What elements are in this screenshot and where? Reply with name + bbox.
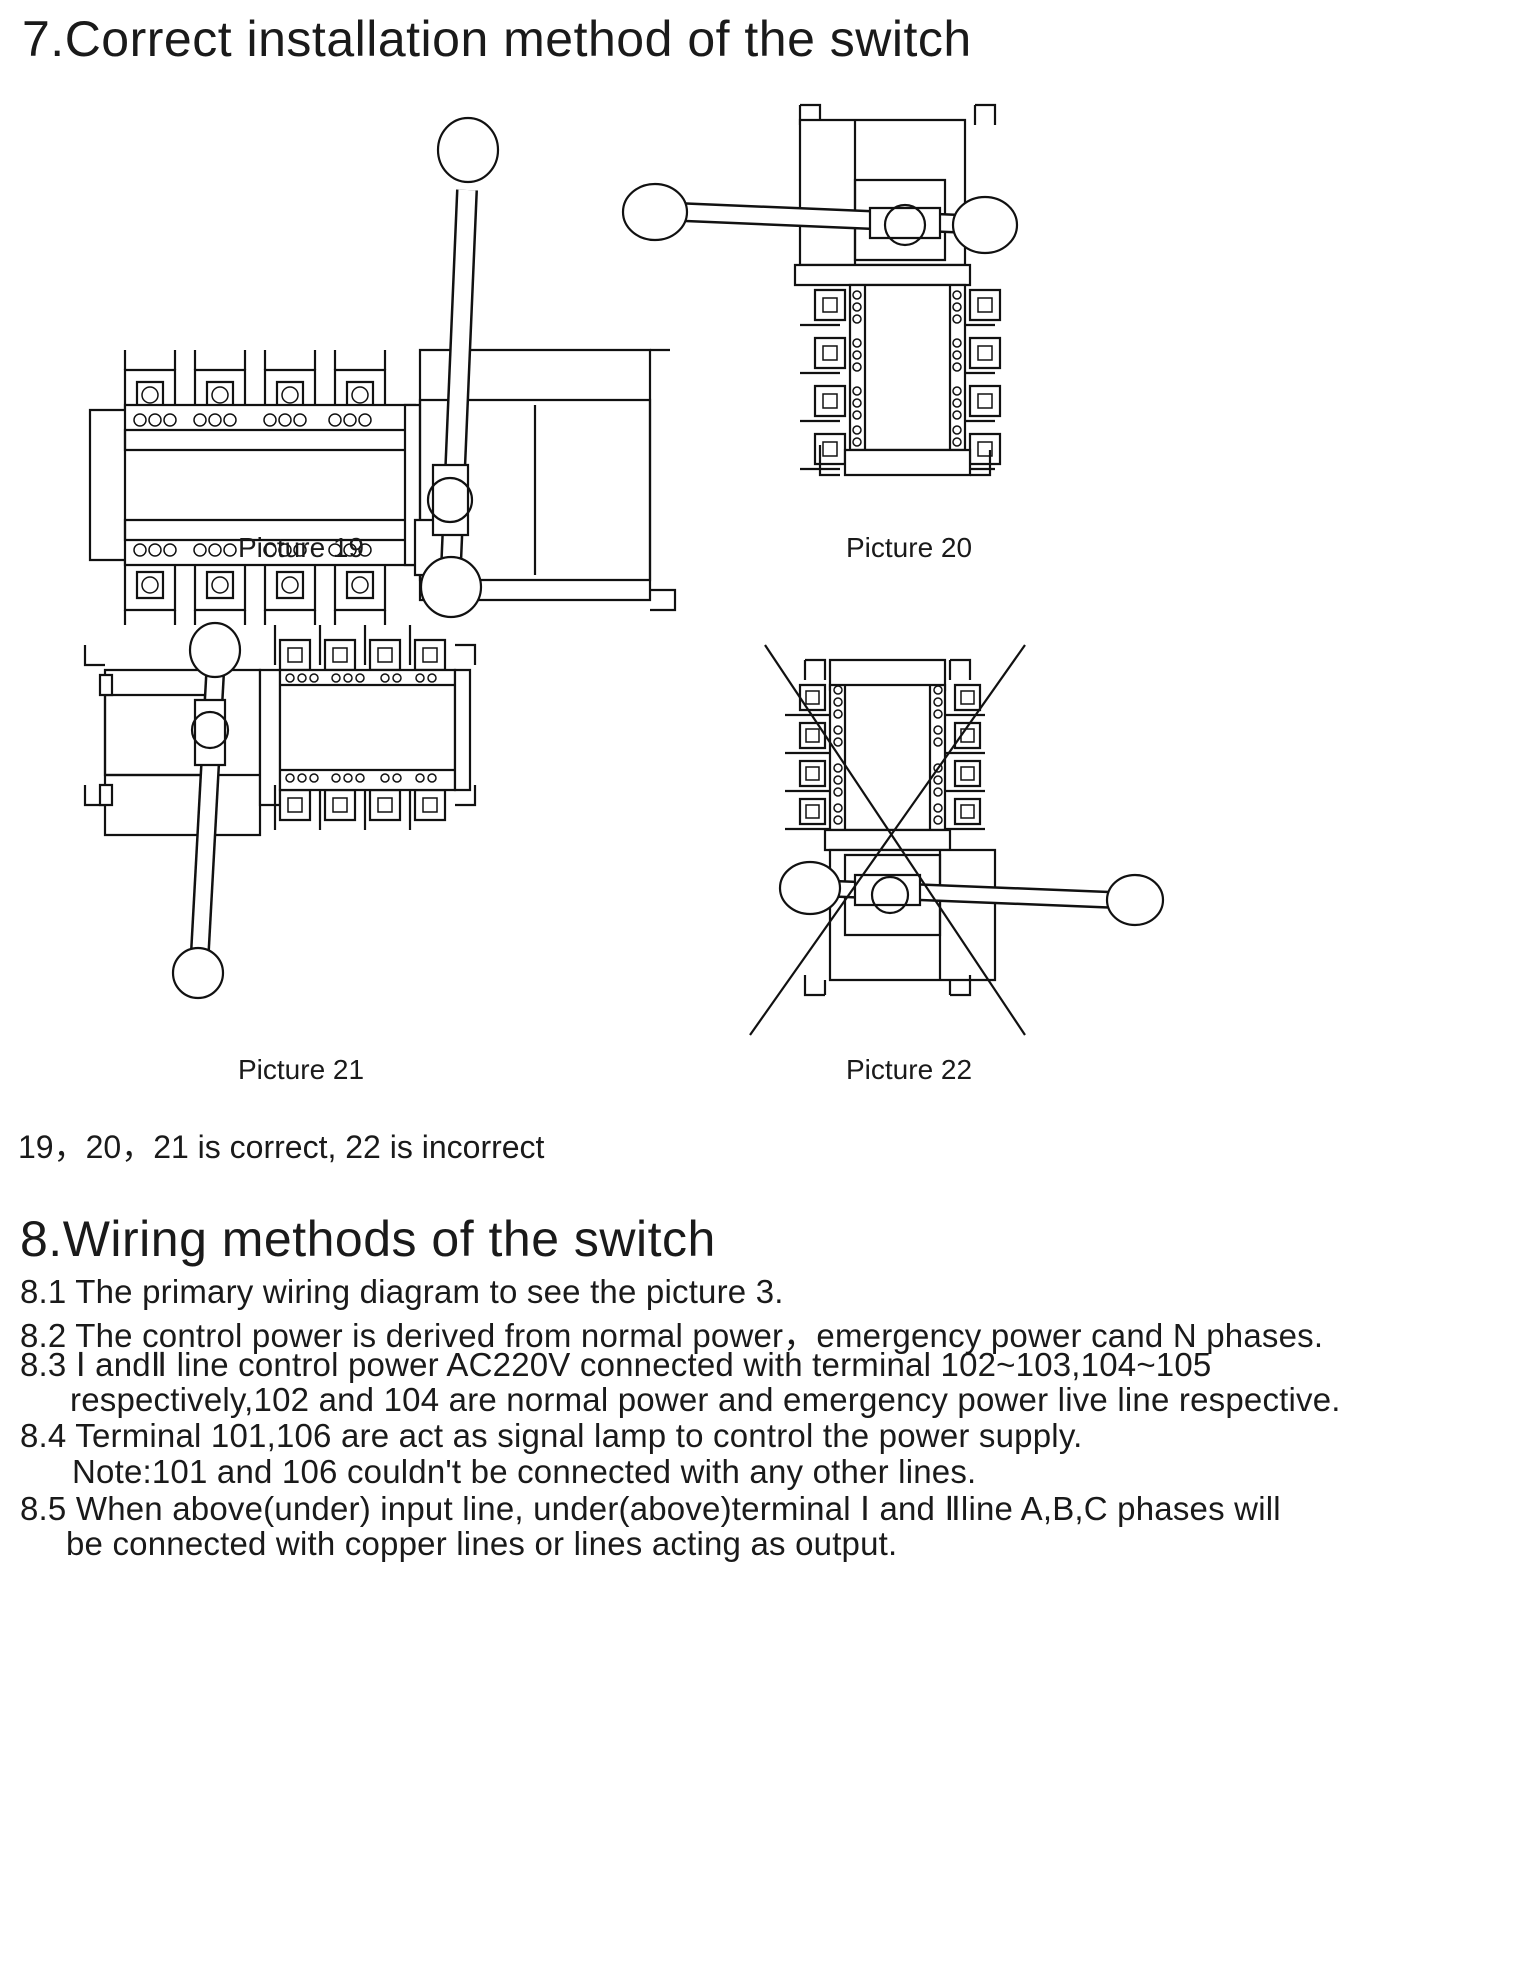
- cross-line-2: [750, 645, 1025, 1035]
- switch-diagram-picture-19: [85, 120, 665, 627]
- installation-conclusion: 19，20，21 is correct, 22 is incorrect: [18, 1129, 545, 1165]
- caption-picture-19: Picture 19: [238, 532, 365, 563]
- switch-diagram-picture-20: [625, 100, 1045, 490]
- section-8-title: 8.Wiring methods of the switch: [20, 1211, 716, 1267]
- wiring-line-8-2: 8.2 The control power is derived from no…: [20, 1317, 1324, 1354]
- switch-diagram-picture-22-incorrect: [745, 640, 1165, 1040]
- wiring-line-8-5-cont: be connected with copper lines or lines …: [66, 1525, 898, 1562]
- section-7-title: 7.Correct installation method of the swi…: [22, 11, 972, 67]
- caption-picture-20: Picture 20: [846, 532, 973, 563]
- caption-picture-22: Picture 22: [846, 1054, 973, 1085]
- wiring-line-8-3-cont: respectively,102 and 104 are normal powe…: [70, 1381, 1341, 1418]
- cross-line-1: [765, 645, 1025, 1035]
- wiring-line-8-5: 8.5 When above(under) input line, under(…: [20, 1490, 1281, 1527]
- switch-diagram-picture-21: [80, 615, 480, 1010]
- terminal-row-bottom-19: [125, 558, 387, 627]
- wiring-line-8-4: 8.4 Terminal 101,106 are act as signal l…: [20, 1417, 1083, 1454]
- wiring-line-8-1: 8.1 The primary wiring diagram to see th…: [20, 1273, 784, 1310]
- wiring-note: Note:101 and 106 couldn't be connected w…: [72, 1453, 977, 1490]
- caption-picture-21: Picture 21: [238, 1054, 365, 1085]
- wiring-line-8-3: 8.3 Ⅰ andⅡ line control power AC220V con…: [20, 1346, 1212, 1383]
